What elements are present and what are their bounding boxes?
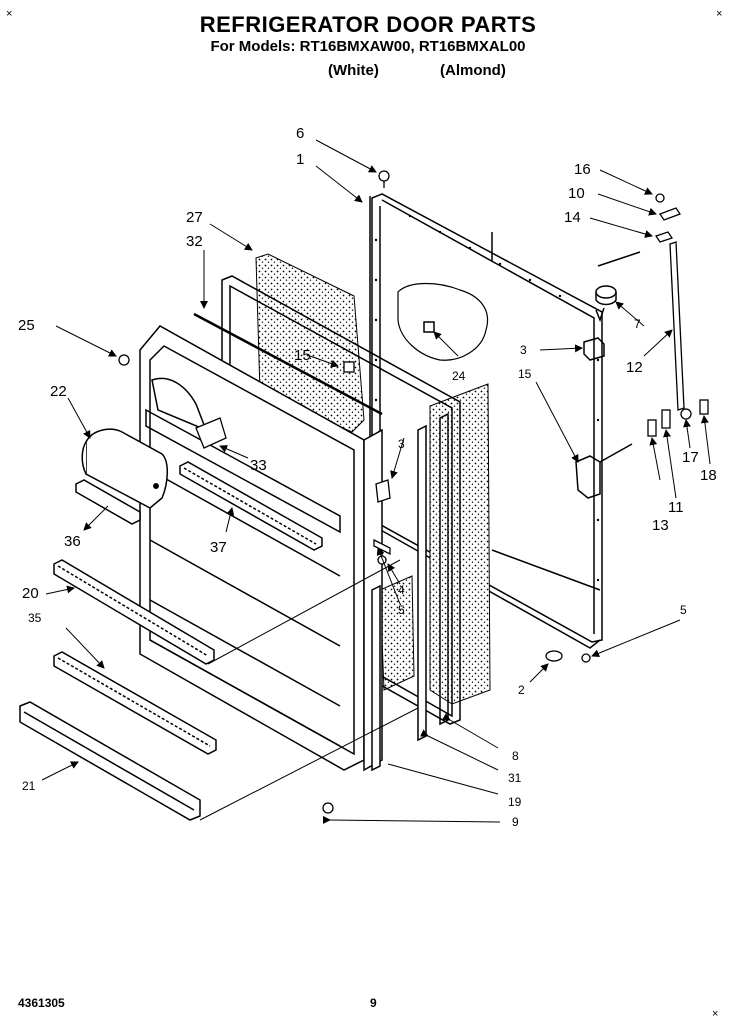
- callout-5-left: 5: [398, 603, 405, 617]
- callout-27: 27: [186, 209, 203, 226]
- callout-36: 36: [64, 533, 81, 550]
- variant-almond-label: (Almond): [440, 62, 506, 79]
- butter-compartment-door: [81, 428, 168, 509]
- callout-22: 22: [50, 383, 67, 400]
- callout-5-right: 5: [680, 603, 687, 617]
- callout-14: 14: [564, 209, 581, 226]
- callout-16: 16: [574, 161, 591, 178]
- callout-18: 18: [700, 467, 717, 484]
- callout-13: 13: [652, 517, 669, 534]
- callout-32: 32: [186, 233, 203, 250]
- callout-6: 6: [296, 125, 304, 142]
- callout-15-right: 15: [518, 367, 532, 381]
- registration-mark-top-right: ×: [716, 8, 723, 20]
- callout-37: 37: [210, 539, 227, 556]
- footer-page-number: 9: [370, 996, 377, 1010]
- callout-labels: 6 1 27 32 25 15 22 33 36 37 20 35 21 9 1…: [18, 125, 717, 829]
- hardware-pieces: [118, 170, 709, 814]
- callout-4: 4: [398, 583, 405, 597]
- callout-15-left: 15: [294, 347, 311, 364]
- callout-25: 25: [18, 317, 35, 334]
- callout-33: 33: [250, 457, 267, 474]
- callout-21: 21: [22, 779, 36, 793]
- callout-3-left: 3: [398, 437, 405, 451]
- callout-1: 1: [296, 151, 304, 168]
- callout-3-right: 3: [520, 343, 527, 357]
- page-title: REFRIGERATOR DOOR PARTS: [199, 12, 537, 37]
- callout-24: 24: [452, 369, 466, 383]
- breaker-strips: [371, 412, 449, 772]
- callout-35: 35: [28, 611, 42, 625]
- models-line: For Models: RT16BMXAW00, RT16BMXAL00: [210, 38, 526, 55]
- callout-19: 19: [508, 795, 522, 809]
- callout-10: 10: [568, 185, 585, 202]
- callout-7: 7: [634, 317, 641, 331]
- callout-31: 31: [508, 771, 522, 785]
- callout-9: 9: [512, 815, 519, 829]
- registration-mark-bottom-right: ×: [712, 1008, 719, 1020]
- callout-12: 12: [626, 359, 643, 376]
- callout-2: 2: [518, 683, 525, 697]
- door-shelf-bars: [19, 461, 323, 821]
- registration-mark-top-left: ×: [6, 8, 13, 20]
- callout-11: 11: [668, 499, 684, 516]
- foam-insulation-panel: [255, 253, 491, 705]
- variant-white-label: (White): [328, 62, 379, 79]
- leader-lines: [41, 139, 711, 824]
- callout-8: 8: [512, 749, 519, 763]
- callout-20: 20: [22, 585, 39, 602]
- callout-17: 17: [682, 449, 699, 466]
- footer-part-code: 4361305: [18, 996, 65, 1010]
